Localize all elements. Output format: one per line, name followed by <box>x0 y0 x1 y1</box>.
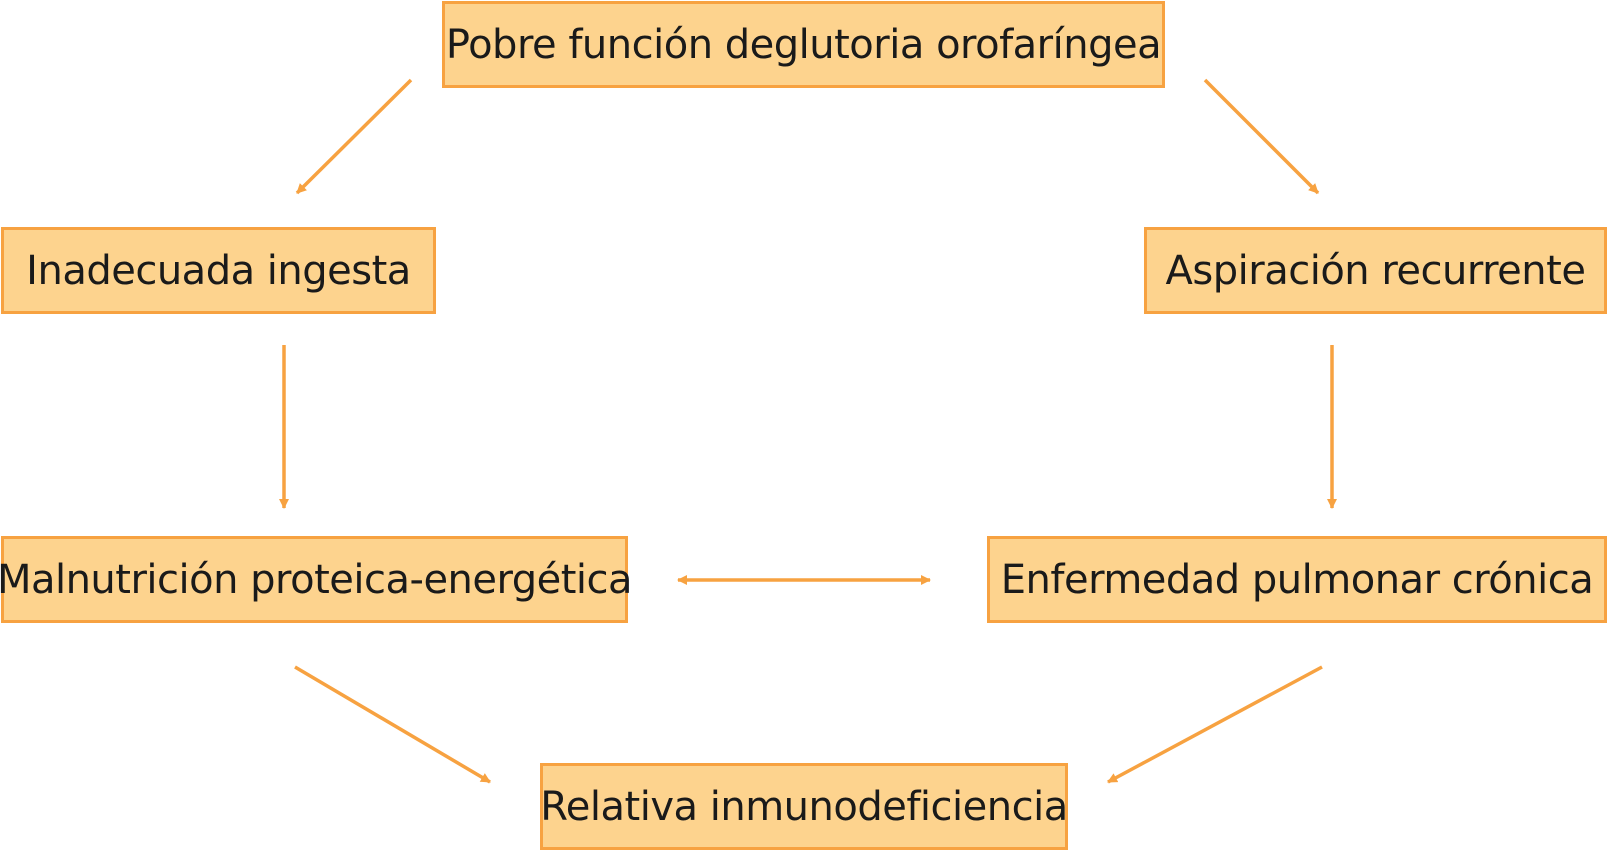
node-middle-left: Malnutrición proteica-energética <box>0 536 633 623</box>
node-right: Aspiración recurrente <box>1144 227 1607 314</box>
node-bottom: Relativa inmunodeficiencia <box>540 763 1068 850</box>
arrow-middle-right-to-bottom <box>1107 665 1323 784</box>
node-middle-right: Enfermedad pulmonar crónica <box>987 536 1607 623</box>
node-left: Inadecuada ingesta <box>1 227 436 314</box>
node-top: Pobre función deglutoria orofaríngea <box>442 1 1165 88</box>
arrow-middle-left-to-bottom <box>294 665 491 784</box>
arrow-top-to-left <box>295 78 413 195</box>
arrow-top-to-right <box>1203 78 1320 195</box>
